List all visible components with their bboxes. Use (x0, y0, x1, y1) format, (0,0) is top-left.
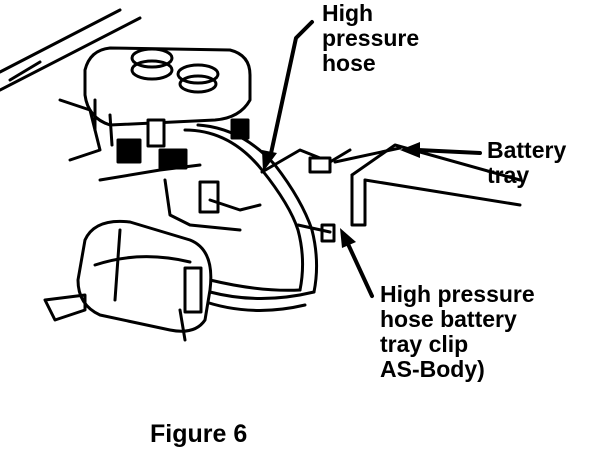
leader-arrows (262, 20, 482, 298)
battery-tray (350, 143, 522, 227)
fender-lines (0, 8, 142, 92)
callout-line: High (322, 0, 374, 26)
callout-line: Battery (487, 137, 567, 163)
callout-line: tray clip (380, 331, 469, 357)
pump-motor (43, 219, 213, 342)
callout-tray-clip: High pressure hose battery tray clip AS-… (380, 282, 535, 382)
high-pressure-hose (183, 123, 402, 312)
callout-line: pressure (322, 25, 420, 51)
brake-master-cylinder (58, 46, 252, 162)
tray-clip (296, 223, 336, 243)
figure-caption: Figure 6 (150, 420, 248, 448)
callout-line: AS-Body) (380, 356, 485, 382)
callout-high-pressure-hose: High pressure hose (322, 1, 419, 76)
callout-line: High pressure (380, 281, 535, 307)
callout-line: tray (487, 162, 530, 188)
callout-line: hose battery (380, 306, 517, 332)
callout-line: hose (322, 50, 376, 76)
callout-battery-tray: Battery tray (487, 138, 566, 188)
